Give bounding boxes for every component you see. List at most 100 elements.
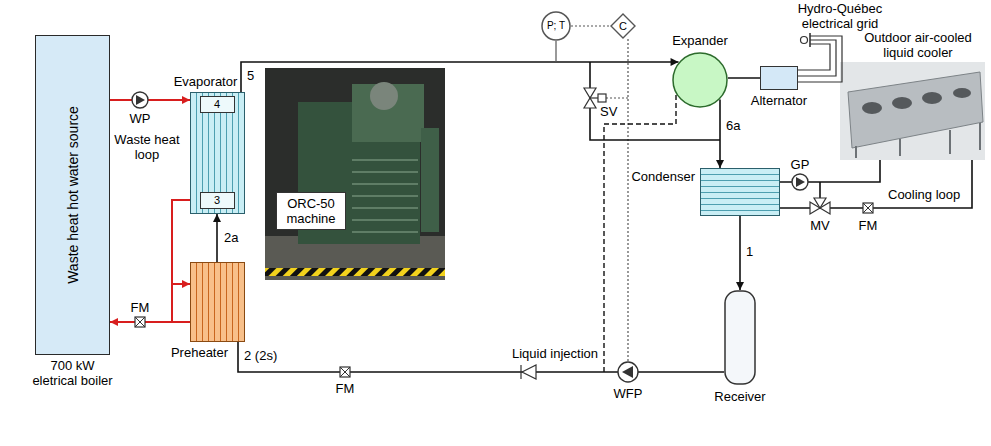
cooler-fan (953, 88, 971, 98)
expander-circle-outline (672, 52, 728, 108)
grid-wires (798, 36, 842, 82)
pipe-line (719, 100, 721, 168)
alternator-box: Alternator (760, 66, 798, 90)
arrowhead (182, 280, 190, 288)
pipe-line (728, 77, 760, 79)
sensor-circle-shape (542, 12, 570, 40)
pipe-connector (716, 100, 724, 168)
pump-arrow (136, 95, 145, 105)
three-way-valve (814, 198, 826, 208)
flowmeter-label: FM (131, 300, 150, 315)
control-signal-line (627, 39, 628, 362)
cooler-fan (892, 97, 912, 109)
cooler-body (848, 72, 983, 148)
pump-label: WFP (614, 386, 643, 401)
flowmeter-cross (340, 367, 350, 377)
pipe-line (172, 200, 190, 284)
expander-circle: Expander (672, 52, 728, 108)
controller-diamond: C (610, 13, 636, 39)
line-label: Liquid injection (512, 346, 598, 361)
receiver-tank: Receiver (724, 290, 756, 385)
flowmeter-cross (863, 203, 873, 213)
heat-source-box: Waste heat hot water source700 kW eletri… (35, 35, 110, 355)
pipe-line (571, 25, 610, 26)
bypass-pipe (171, 284, 173, 322)
flowmeter-symbol (863, 203, 873, 213)
valve-label: MV (810, 218, 830, 233)
pump-symbol (792, 174, 808, 190)
valve-symbol (584, 88, 596, 98)
flowmeter-symbol (135, 317, 145, 327)
check-valve-bar (520, 365, 521, 379)
node-label: 700 kW eletrical boiler (29, 358, 117, 388)
pipe-connector (110, 96, 190, 104)
pipe-connector (571, 26, 610, 27)
receiver-tank-outline (724, 290, 756, 385)
pipe-line (739, 216, 741, 290)
sensor-circle: P; T (541, 11, 571, 41)
node-text: P; T (547, 20, 565, 32)
machine-vessel (370, 82, 398, 110)
evaporator-box: Evaporator43 (190, 92, 245, 214)
grid-plug (801, 37, 808, 44)
controller-diamond-shape (611, 14, 635, 38)
check-valve-symbol (522, 365, 536, 379)
cooler-photo-background (840, 62, 985, 160)
cooler-fan (922, 92, 942, 104)
node-label: Condenser (631, 169, 695, 184)
valve-stem (590, 97, 598, 98)
cooler-legs (856, 123, 980, 158)
valve-actuator (598, 94, 606, 102)
node-text: 3 (214, 194, 220, 207)
cooler-fan (862, 102, 882, 114)
floor-stripe-hatch (265, 268, 445, 276)
evaporator-section: 3 (200, 192, 235, 209)
state-number: 1 (746, 244, 753, 259)
cooler-label: Outdoor air-cooled liquid cooler (858, 30, 978, 60)
node-text: C (619, 20, 627, 33)
pipe-connector (172, 200, 190, 288)
flowmeter-cross (135, 317, 145, 327)
arrowhead (110, 318, 118, 326)
arrowhead (213, 214, 221, 222)
grid-label: Hydro-Québec electrical grid (790, 1, 890, 31)
control-signal-line (606, 97, 628, 98)
node-text: ORC-50 machine (277, 196, 345, 226)
loop-label: Waste heat loop (112, 132, 182, 162)
node-label: Evaporator (174, 74, 238, 89)
photo-background (265, 68, 445, 280)
arrowhead (716, 160, 724, 168)
state-number: 5 (247, 68, 254, 83)
pipe-connector (728, 78, 760, 79)
state-number: 2 (2s) (244, 348, 277, 363)
pipe-line (110, 321, 190, 323)
pump-symbol (618, 362, 638, 382)
pump-arrow (796, 177, 805, 187)
photo-caption-box: ORC-50 machine (276, 192, 346, 230)
node-label: Alternator (751, 93, 807, 108)
pump-arrow (622, 366, 633, 378)
flowmeter-label: FM (336, 381, 355, 396)
expander-circle-shape (673, 53, 727, 107)
flowmeter-label: FM (859, 218, 878, 233)
machine-panel (421, 128, 439, 232)
cabinet-grille (352, 160, 418, 232)
arrowhead (182, 96, 190, 104)
flowmeter-symbol (340, 367, 350, 377)
loop-label: Cooling loop (888, 187, 960, 202)
pipe-line (238, 342, 724, 372)
arrowhead (736, 282, 744, 290)
sensor-lead (555, 41, 556, 62)
state-number: 6a (726, 118, 740, 133)
state-number: 2a (224, 230, 238, 245)
pipe-connector (238, 342, 724, 372)
condenser-box: Condenser (700, 168, 780, 216)
node-label: Waste heat hot water source (65, 106, 81, 284)
pipe-connector (110, 318, 190, 326)
pump-label: GP (791, 157, 810, 172)
pump-label: WP (130, 111, 151, 126)
valve-symbol (584, 98, 596, 108)
node-text: 4 (214, 98, 220, 111)
